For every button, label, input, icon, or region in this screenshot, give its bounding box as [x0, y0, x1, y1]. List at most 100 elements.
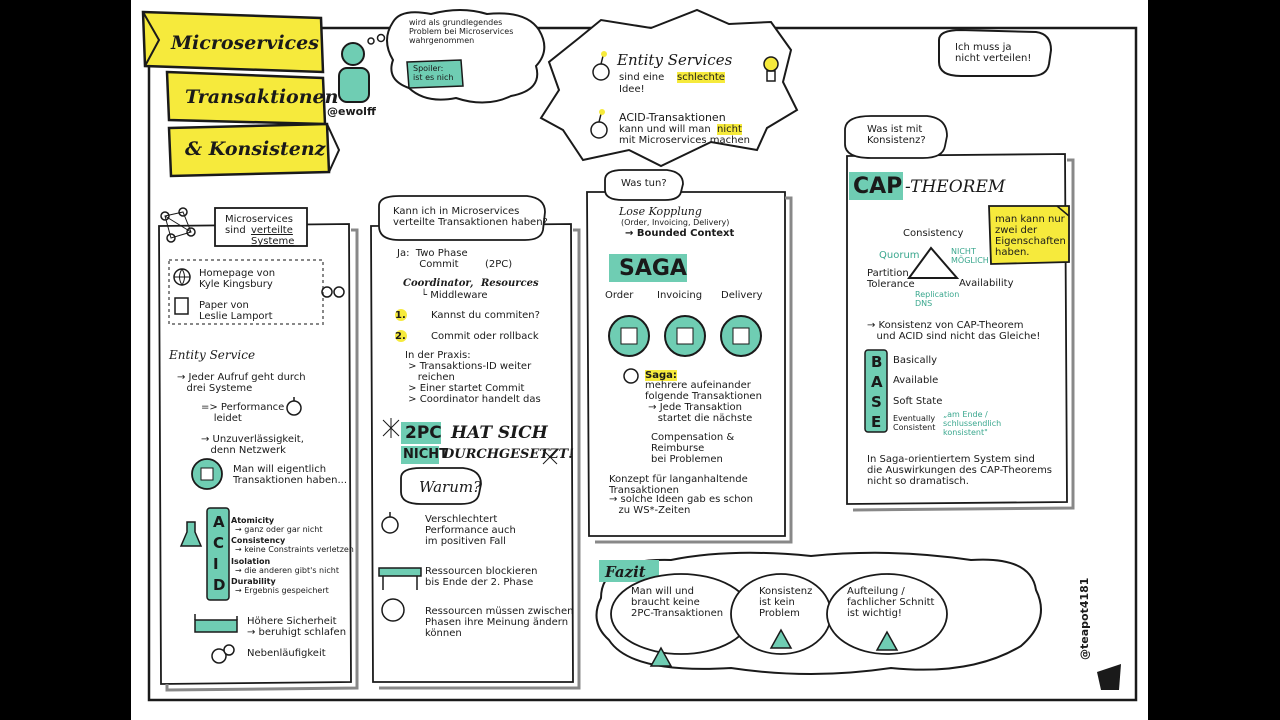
transaction-cycle-icon	[191, 458, 223, 490]
warum-text: Warum?	[419, 478, 482, 496]
title-banners	[141, 10, 341, 178]
cap-diff: → Konsistenz von CAP-Theorem und ACID si…	[867, 320, 1041, 342]
quote-bubble	[938, 28, 1053, 77]
failed-hat-sich: HAT SICH	[451, 423, 548, 443]
base-letters: B A S E	[871, 352, 885, 432]
cap-title-bg	[849, 172, 903, 200]
was-tun-text: Was tun?	[621, 178, 667, 189]
author-spoiler: Spoiler: ist es nich	[413, 64, 454, 82]
isolation-label: Isolation	[231, 557, 271, 566]
tx-text: Man will eigentlich Transaktionen haben.…	[233, 464, 348, 486]
fazit-conclusion-2: Konsistenz ist kein Problem	[759, 586, 813, 619]
step-2-number: 2.	[395, 331, 406, 342]
resources-text: Resources	[481, 278, 539, 289]
acid-bar	[206, 507, 230, 601]
base-soft-state: Soft State	[893, 396, 943, 407]
cap-nicht-moeglich: NICHT MÖGLICH	[951, 247, 989, 265]
atomicity-desc: → ganz oder gar nicht	[235, 525, 323, 534]
cap-consistency: Consistency	[903, 228, 964, 239]
entity-line-1: Entity Services	[617, 51, 733, 69]
perf-text: => Performance leidet	[201, 402, 285, 424]
mid-question: Kann ich in Microservices verteilte Tran…	[393, 206, 548, 228]
cap-question: Was ist mit Konsistenz?	[867, 124, 926, 146]
fazit-conclusion-1: Man will und braucht keine 2PC-Transakti…	[631, 586, 724, 619]
acid-line-1: ACID-Transaktionen	[619, 111, 726, 124]
author-figure	[338, 33, 386, 103]
acid-letter-a: A	[213, 513, 225, 531]
acid-line-2: kann und will man	[619, 124, 711, 135]
saga-title: SAGA	[619, 256, 687, 281]
lose-kopplung-detail: (Order, Invoicing, Delivery)	[621, 218, 730, 227]
praxis-text: In der Praxis: > Transaktions-ID weiter …	[405, 350, 541, 405]
reason-2: Ressourcen blockieren bis Ende der 2. Ph…	[425, 566, 538, 588]
paper-text: Paper von Leslie Lamport	[199, 300, 273, 322]
fazit-title-bg	[599, 560, 659, 582]
acid-letter-d: D	[213, 576, 226, 594]
safety-text: Höhere Sicherheit → beruhigt schlafen	[247, 616, 347, 638]
slow-stopwatch-icon	[381, 512, 399, 534]
acid-letter-i: I	[213, 555, 219, 573]
cap-title-a: CAP	[853, 174, 903, 199]
consistency-label: Consistency	[231, 536, 286, 545]
title-line-2: Transaktionen	[185, 86, 339, 108]
cap-replication: Replication DNS	[915, 290, 960, 308]
base-letter-b: B	[871, 353, 883, 371]
cap-note-text: man kann nur zwei der Eigenschaften habe…	[995, 214, 1066, 258]
fazit-clouds	[610, 573, 948, 655]
base-eventually-quote: „am Ende / schlussendlich konsistent"	[943, 410, 1002, 437]
title-line-1: Microservices	[171, 32, 319, 54]
failed-durchgesetzt: DURCHGESETZT!	[443, 447, 574, 462]
step-2-text: Commit oder rollback	[431, 331, 539, 342]
acid-letter-c: C	[213, 534, 225, 552]
base-basically: Basically	[893, 355, 938, 366]
outer-frame	[147, 26, 1138, 702]
step-badges	[395, 309, 407, 342]
spider-web-icons	[382, 418, 558, 465]
sketchnote-sheet: Microservices Transaktionen & Konsistenz…	[131, 0, 1148, 720]
stopwatch-icon	[286, 397, 302, 416]
ws-text: → solche Ideen gab es schon zu WS*-Zeite…	[609, 494, 753, 516]
author-handle: @ewolff	[327, 105, 376, 118]
cap-partition: Partition Tolerance	[867, 268, 915, 290]
barrier-icon	[378, 567, 422, 590]
failed-banner	[401, 422, 441, 464]
bounded-context: → Bounded Context	[625, 228, 735, 239]
failed-2pc: 2PC	[405, 423, 442, 443]
homepage-text: Homepage von Kyle Kingsbury	[199, 268, 276, 290]
distributed-text-b: verteilte Systeme	[251, 225, 295, 247]
flask-icon	[179, 521, 203, 547]
concurrency-text: Nebenläufigkeit	[247, 648, 326, 659]
cap-title-b: -THEOREM	[905, 177, 1006, 197]
title-line-3: & Konsistenz	[185, 138, 326, 160]
glasses-icon	[321, 286, 345, 298]
base-letter-s: S	[871, 393, 882, 411]
lose-kopplung: Lose Kopplung	[619, 205, 702, 218]
base-bar	[864, 349, 888, 433]
tpc-label: (2PC)	[485, 259, 513, 270]
bed-icon	[194, 614, 238, 633]
step-1-text: Kannst du commiten?	[431, 310, 540, 321]
flow-invoicing: Invoicing	[657, 290, 703, 301]
cap-panel	[846, 153, 1068, 505]
consistency-desc: → keine Constraints verletzen	[235, 545, 354, 554]
saga-description: mehrere aufeinander folgende Transaktion…	[645, 380, 762, 424]
saga-panel	[586, 191, 786, 537]
cap-availability: Availability	[959, 278, 1014, 289]
info-icon	[623, 368, 639, 384]
quote-text: Ich muss ja nicht verteilen!	[955, 42, 1032, 64]
bomb-icons	[590, 51, 610, 139]
unrel-text: → Unzuverlässigkeit, denn Netzwerk	[201, 434, 304, 456]
globe-icon	[173, 268, 191, 286]
reason-1: Verschlechtert Performance auch im posit…	[425, 514, 516, 547]
saga-title-bg	[609, 254, 687, 282]
entity-line-2: sind eine	[619, 72, 665, 83]
step-1-number: 1.	[395, 310, 406, 321]
cap-quorum: Quorum	[879, 250, 920, 261]
signature: @teapot4181	[1078, 577, 1091, 660]
base-letter-e: E	[871, 413, 882, 431]
paper-icon	[174, 297, 189, 315]
saga-system-text: In Saga-orientiertem System sind die Aus…	[867, 454, 1053, 487]
call-text: → Jeder Aufruf geht durch drei Systeme	[177, 372, 306, 394]
entity-line-2b: schlechte	[677, 72, 725, 83]
konzept-text: Konzept für langanhaltende Transaktionen	[609, 474, 748, 496]
